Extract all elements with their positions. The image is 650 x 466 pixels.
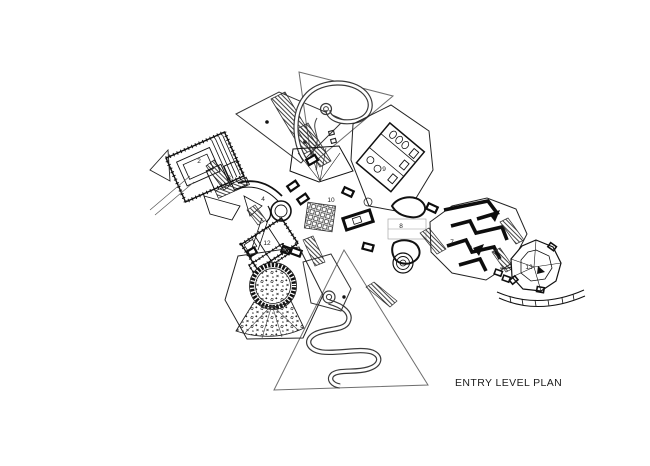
- room-label-8: 8: [399, 223, 403, 230]
- pavilion-13: [496, 239, 586, 307]
- room-label-13: 13: [525, 264, 533, 271]
- room-label-2: 2: [197, 158, 201, 165]
- stair-band-terrace: [365, 281, 398, 308]
- courtyard-10: [289, 145, 376, 233]
- room-label-7: 7: [450, 239, 454, 246]
- building-2: [149, 129, 247, 216]
- room-label-12: 12: [263, 240, 271, 247]
- building-9: [350, 104, 434, 214]
- room-labels: 2 3 4 7 8 9 10 12 13: [197, 158, 533, 271]
- area-8: [387, 196, 447, 274]
- plan-title: ENTRY LEVEL PLAN: [455, 377, 563, 389]
- room-label-3: 3: [227, 175, 231, 182]
- serpentine-path-top: [293, 80, 373, 171]
- room-label-10: 10: [327, 197, 335, 204]
- terrace-wedge: [302, 253, 352, 312]
- site-triangle-bottom: [273, 248, 429, 391]
- serpentine-path-bottom: [306, 290, 382, 389]
- mosaic-court: [224, 246, 324, 340]
- room-label-9: 9: [382, 166, 386, 173]
- room-label-4: 4: [261, 196, 265, 203]
